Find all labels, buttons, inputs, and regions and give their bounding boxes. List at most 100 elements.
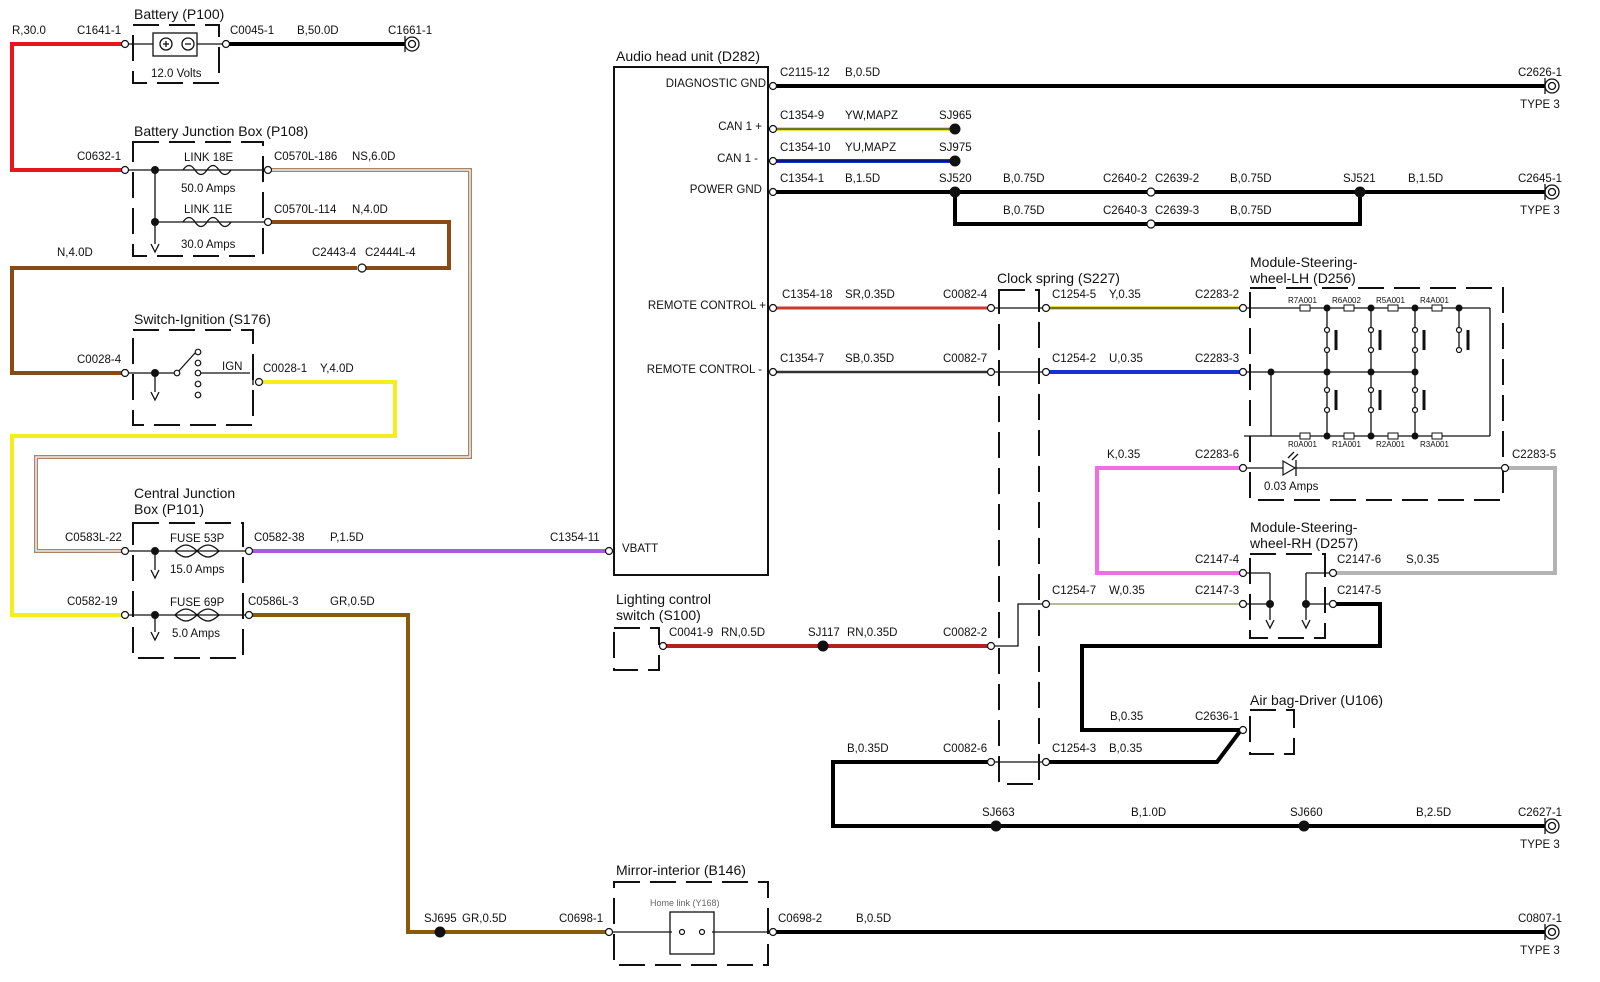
- wire-label: S,0.35: [1406, 554, 1439, 566]
- connector-label: C0570L-186: [274, 151, 337, 163]
- led-icon: [1244, 451, 1504, 477]
- connector-label: C0586L-3: [248, 596, 299, 608]
- connector-label: C0582-38: [254, 532, 305, 544]
- fuse69-label: FUSE 69P: [170, 597, 225, 609]
- connector-label: C2115-12: [780, 67, 830, 79]
- splice-label: SJ117: [808, 627, 840, 639]
- connector-label: C2639-3: [1155, 205, 1199, 217]
- connector-label: C1254-2: [1052, 353, 1096, 365]
- wire-label: P,1.5D: [330, 532, 364, 544]
- connector-label: C2283-5: [1512, 449, 1556, 461]
- component-titles: Battery (P100) 12.0 Volts Battery Juncti…: [134, 6, 1449, 908]
- wire-label: Y,4.0D: [320, 363, 354, 375]
- mirror-title: Mirror-interior (B146): [616, 862, 746, 878]
- wire-label: RN,0.5D: [721, 627, 765, 639]
- pin-power-gnd: POWER GND: [690, 184, 762, 196]
- wire-b-0-35: [1047, 728, 1243, 764]
- fuse53-amps: 15.0 Amps: [170, 564, 225, 576]
- connector-label: C0028-4: [77, 354, 122, 366]
- wire-label: R,30.0: [12, 25, 46, 37]
- connector-label: C2626-1: [1518, 67, 1562, 79]
- connector-label: C2639-2: [1155, 173, 1199, 185]
- wire-label: SB,0.35D: [845, 353, 894, 365]
- wire-label: SR,0.35D: [845, 289, 895, 301]
- connector-label: C2283-2: [1195, 289, 1239, 301]
- wire-label: RN,0.35D: [847, 627, 898, 639]
- lighting-title-1: Lighting control: [616, 591, 711, 607]
- steer-rh-title-2: wheel-RH (D257): [1249, 535, 1358, 551]
- wire-label: B,0.35D: [847, 743, 889, 755]
- connector-label: C0082-4: [943, 289, 988, 301]
- wire-label: B,0.75D: [1003, 173, 1045, 185]
- connector-label: C0570L-114: [274, 204, 337, 216]
- connector-label: C2147-3: [1195, 585, 1239, 597]
- link18-amps: 50.0 Amps: [181, 183, 236, 195]
- fuse69-amps: 5.0 Amps: [172, 628, 220, 640]
- pin-can1-plus: CAN 1 +: [718, 121, 762, 133]
- wire-gr-0-5: [251, 613, 606, 934]
- connector-label: C0582-19: [67, 596, 118, 608]
- connector-label: C2283-6: [1195, 449, 1239, 461]
- connector-pins: [120, 39, 1510, 937]
- resistor-ladder: [1244, 304, 1491, 440]
- connector-label: C0082-7: [943, 353, 987, 365]
- res-r6a002: R6A002: [1332, 296, 1361, 305]
- pin-vbatt: VBATT: [622, 543, 658, 555]
- ground-icon: [1544, 78, 1560, 94]
- res-r3a001: R3A001: [1420, 440, 1449, 449]
- connector-label: C1354-11: [550, 532, 600, 544]
- wire-n-4-link: [268, 220, 451, 270]
- airbag-title: Air bag-Driver (U106): [1250, 692, 1383, 708]
- connector-label: C0698-2: [778, 913, 822, 925]
- connector-label: C2645-1: [1518, 173, 1562, 185]
- wire-label: N,4.0D: [352, 204, 388, 216]
- pin-diagnostic-gnd: DIAGNOSTIC GND: [666, 78, 766, 90]
- connector-label: C0041-9: [669, 627, 713, 639]
- ground-icon: [1544, 184, 1560, 200]
- res-r1a001: R1A001: [1332, 440, 1361, 449]
- pin-remote-minus: REMOTE CONTROL -: [647, 364, 762, 376]
- wire-n-4: [10, 266, 357, 375]
- connector-label: C2636-1: [1195, 711, 1239, 723]
- cjb-title-2: Box (P101): [134, 501, 204, 517]
- splice-label: SJ521: [1343, 173, 1376, 185]
- battery-title: Battery (P100): [134, 6, 224, 22]
- res-r4a001: R4A001: [1420, 296, 1449, 305]
- wire-label: B,0.5D: [856, 913, 891, 925]
- connector-label: C1254-3: [1052, 743, 1096, 755]
- wire-label: B,0.5D: [845, 67, 880, 79]
- wire-power-gnd-loop: [953, 192, 1362, 226]
- connector-label: C2147-5: [1337, 585, 1381, 597]
- connector-label: C1254-5: [1052, 289, 1096, 301]
- connector-label: C2627-1: [1518, 807, 1562, 819]
- wire-label: B,2.5D: [1416, 807, 1451, 819]
- connector-label: C2640-3: [1103, 205, 1147, 217]
- connector-label: C1354-1: [780, 173, 824, 185]
- connector-label: C0807-1: [1518, 913, 1562, 925]
- wire-label: W,0.35: [1109, 585, 1145, 597]
- connector-label: C2444L-4: [365, 247, 416, 259]
- wire-labels: R,30.0 C1641-1 C0045-1 B,50.0D C1661-1 C…: [12, 25, 1562, 957]
- connector-label: C0045-1: [230, 25, 274, 37]
- ign-label: IGN: [222, 361, 242, 373]
- connector-label: C2443-4: [312, 247, 357, 259]
- cjb-title-1: Central Junction: [134, 485, 235, 501]
- lighting-title-2: switch (S100): [616, 607, 701, 623]
- wire-label: B,0.75D: [1003, 205, 1045, 217]
- wire-label: B,0.35: [1109, 743, 1142, 755]
- headunit-title: Audio head unit (D282): [616, 48, 760, 64]
- wire-label: B,1.5D: [1408, 173, 1443, 185]
- bjb-title: Battery Junction Box (P108): [134, 123, 308, 139]
- steer-lh-title-1: Module-Steering-: [1250, 254, 1358, 270]
- wire-r-30: [10, 42, 123, 172]
- ground-type: TYPE 3: [1520, 945, 1560, 957]
- connector-label: C0632-1: [77, 151, 121, 163]
- mirror-sub: Home link (Y168): [650, 898, 720, 908]
- res-r2a001: R2A001: [1376, 440, 1405, 449]
- wire-s-0-35: [1335, 466, 1557, 575]
- led-amps: 0.03 Amps: [1264, 481, 1319, 493]
- wire-b-0-35-airbag: [1080, 602, 1382, 732]
- wire-label: YW,MAPZ: [845, 110, 898, 122]
- ground-type: TYPE 3: [1520, 99, 1560, 111]
- pin-can1-minus: CAN 1 -: [717, 153, 758, 165]
